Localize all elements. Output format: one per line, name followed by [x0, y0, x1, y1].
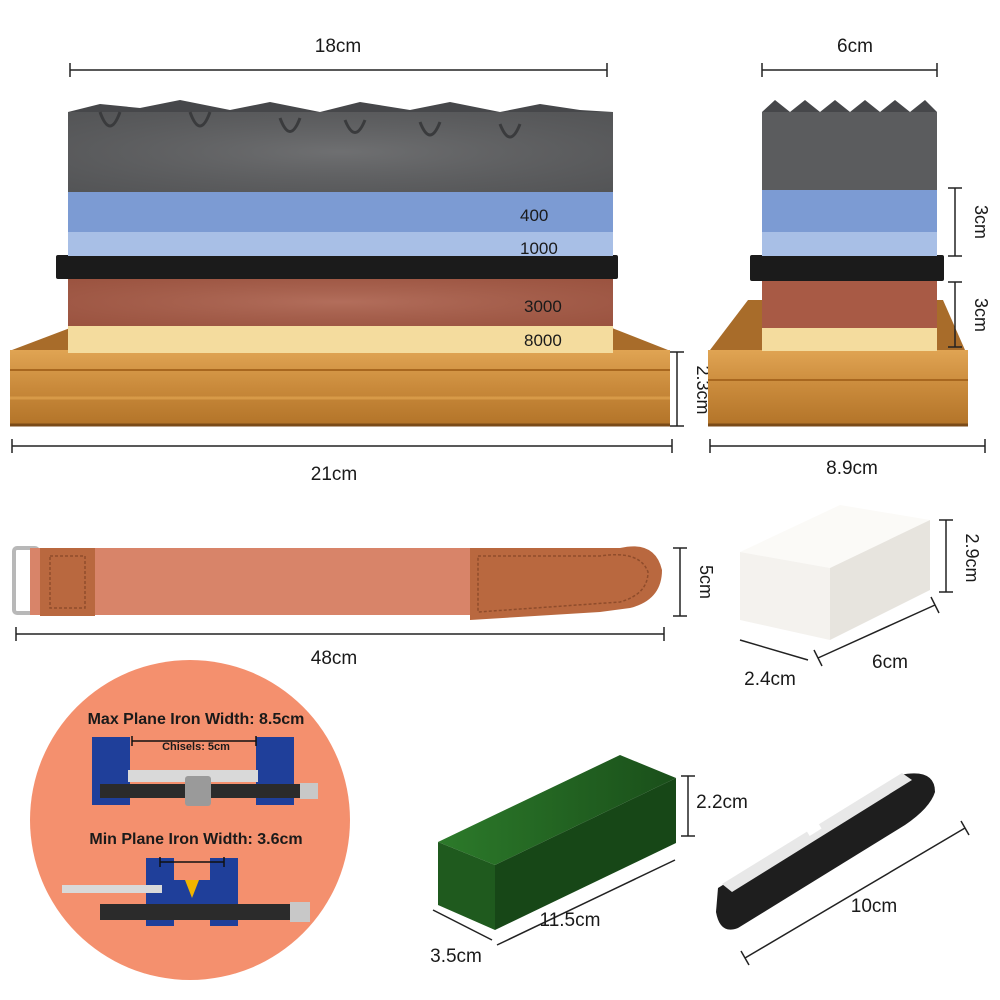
grit-3000-label: 3000 [524, 297, 562, 316]
strop-length-label: 48cm [311, 648, 357, 669]
dimension-line [709, 439, 986, 453]
side-bottom-height-label: 3cm [971, 298, 991, 332]
grit-8000-label: 8000 [524, 331, 562, 350]
dimension-line [670, 351, 684, 427]
leather-strop: 5cm 48cm [12, 546, 716, 669]
max-width-label: Max Plane Iron Width: 8.5cm [88, 711, 305, 728]
stone-width-label: 18cm [315, 36, 361, 57]
compound-depth-label: 3.5cm [430, 946, 482, 967]
dimension-line [11, 439, 673, 453]
strop-width-label: 5cm [696, 565, 716, 599]
compound-length-label: 11.5cm [540, 910, 601, 931]
dimension-line [739, 519, 953, 667]
whetstone-set-front: 18cm 400 1000 3000 8000 [10, 36, 713, 485]
stone-holder-top [68, 100, 613, 192]
stone-holder-band [56, 255, 618, 279]
min-width-label: Min Plane Iron Width: 3.6cm [89, 831, 302, 848]
flattening-depth-label: 2.4cm [744, 669, 796, 690]
dimension-line [432, 775, 695, 946]
side-base-width-label: 8.9cm [826, 458, 878, 479]
stone-8000 [68, 325, 613, 353]
honing-guide-jig-max: Chisels: 5cm [92, 736, 318, 806]
dimension-line [69, 63, 608, 77]
grit-1000-label: 1000 [520, 239, 558, 258]
flattening-height-label: 2.9cm [962, 533, 982, 582]
side-width-label: 6cm [837, 36, 873, 57]
whetstone-set-side: 6cm 3cm 3cm 8.9cm [708, 36, 991, 479]
flattening-stone: 2.9cm 6cm 2.4cm [739, 505, 982, 690]
angle-guide: 10cm [716, 773, 970, 966]
flattening-length-label: 6cm [872, 652, 908, 673]
honing-guide-jig-min [62, 857, 310, 926]
circle-background [30, 660, 350, 980]
dimension-line [740, 820, 970, 966]
grit-400-label: 400 [520, 206, 548, 225]
base-width-label: 21cm [311, 464, 357, 485]
compound-height-label: 2.2cm [696, 792, 748, 813]
dimension-line [761, 63, 938, 77]
dimension-line [15, 547, 687, 641]
honing-guide-panel: Max Plane Iron Width: 8.5cm Chisels: 5cm… [30, 660, 350, 980]
side-top-height-label: 3cm [971, 205, 991, 239]
polishing-compound: 2.2cm 11.5cm 3.5cm [430, 755, 748, 967]
strop-handle [470, 546, 662, 620]
chisel-width-label: Chisels: 5cm [162, 741, 230, 753]
angle-guide-length-label: 10cm [851, 896, 897, 917]
dimension-line [948, 187, 962, 348]
